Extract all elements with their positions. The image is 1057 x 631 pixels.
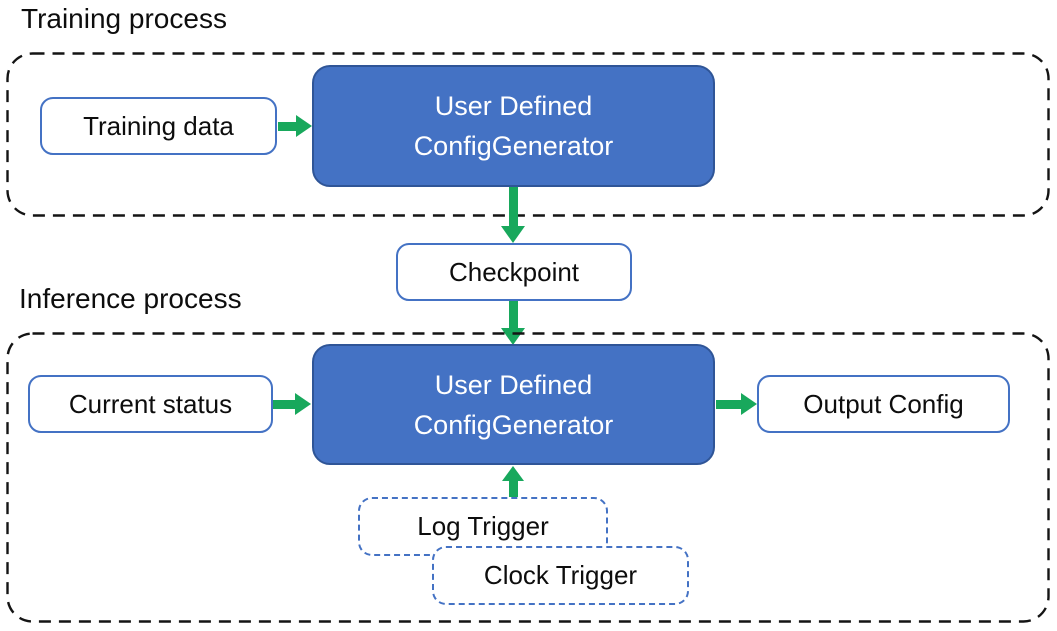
arrow-head <box>741 393 757 415</box>
training-process-container <box>6 52 1050 217</box>
arrow-shaft <box>508 301 518 328</box>
arrow-current-status-to-generator <box>273 393 311 415</box>
checkpoint-label: Checkpoint <box>448 256 580 287</box>
arrow-head <box>296 115 312 137</box>
arrow-shaft <box>508 481 518 497</box>
inference-configgenerator-line2: ConfigGenerator <box>413 409 614 440</box>
log-trigger-label: Log Trigger <box>417 511 549 541</box>
output-config-box: Output Config <box>757 375 1010 433</box>
training-data-label: Training data <box>83 110 234 141</box>
current-status-label: Current status <box>68 388 233 419</box>
inference-configgenerator-box: User Defined ConfigGenerator <box>312 344 715 465</box>
arrow-checkpoint-to-inference-generator <box>500 301 526 345</box>
inference-container-dashed-border <box>6 332 1050 623</box>
clock-trigger-box: Clock Trigger <box>432 546 689 605</box>
inference-process-container <box>6 332 1050 623</box>
arrow-generator-to-checkpoint <box>500 187 526 243</box>
arrow-generator-to-output-config <box>716 393 757 415</box>
training-configgenerator-line1: User Defined <box>434 91 593 121</box>
inference-configgenerator-line1: User Defined <box>434 369 593 400</box>
clock-trigger-label: Clock Trigger <box>483 560 638 590</box>
arrow-triggers-to-generator <box>500 466 526 497</box>
training-configgenerator-line2: ConfigGenerator <box>413 131 614 161</box>
checkpoint-box: Checkpoint <box>396 243 632 301</box>
training-container-dashed-border <box>6 52 1050 217</box>
arrow-shaft <box>278 121 296 131</box>
training-data-box: Training data <box>40 97 277 155</box>
training-configgenerator-box: User Defined ConfigGenerator <box>312 65 715 187</box>
inference-process-label: Inference process <box>19 283 242 314</box>
output-config-label: Output Config <box>803 388 964 419</box>
current-status-box: Current status <box>28 375 273 433</box>
arrow-head <box>501 328 525 345</box>
arrow-head <box>295 393 311 415</box>
arrow-shaft <box>273 399 295 409</box>
arrow-head <box>501 226 525 243</box>
arrow-shaft <box>508 187 518 226</box>
arrow-head <box>502 466 524 481</box>
arrow-training-data-to-generator <box>278 115 312 137</box>
training-process-label: Training process <box>21 3 227 34</box>
arrow-shaft <box>716 399 741 409</box>
